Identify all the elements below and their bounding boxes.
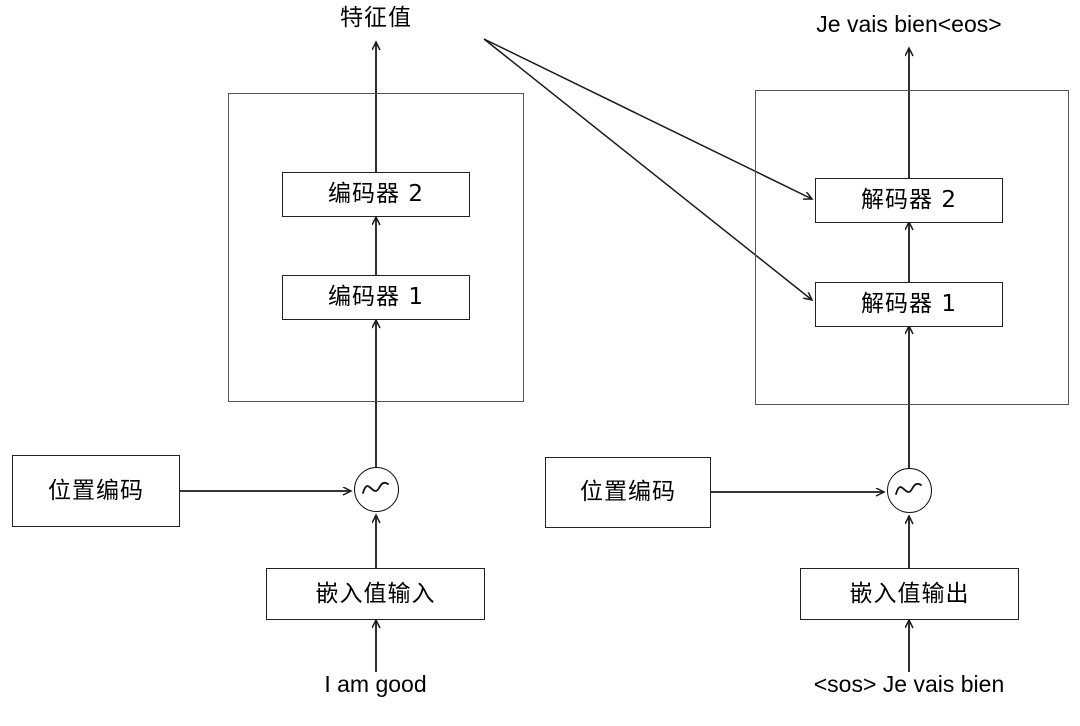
decoder-embedding-label: 嵌入值输出 — [849, 580, 970, 607]
decoder-embedding-box[interactable]: 嵌入值输出 — [800, 568, 1019, 620]
decoder-block-2-label: 解码器 2 — [861, 187, 957, 213]
decoder-positional-encoding[interactable]: 位置编码 — [545, 457, 711, 528]
encoder-output-label: 特征值 — [340, 5, 412, 31]
encoder-embedding-box[interactable]: 嵌入值输入 — [266, 568, 485, 620]
encoder-block-1[interactable]: 编码器 1 — [282, 275, 470, 320]
sine-wave-icon — [895, 482, 922, 495]
decoder-sum-node[interactable] — [887, 468, 932, 513]
encoder-positional-encoding[interactable]: 位置编码 — [12, 455, 180, 527]
decoder-block-1-label: 解码器 1 — [861, 291, 957, 317]
encoder-block-2[interactable]: 编码器 2 — [282, 172, 470, 217]
encoder-stack-group — [228, 93, 524, 402]
encoder-embedding-label: 嵌入值输入 — [315, 580, 436, 607]
decoder-output-label: Je vais bien<eos> — [816, 11, 1002, 37]
decoder-block-1[interactable]: 解码器 1 — [815, 282, 1003, 327]
encoder-block-1-label: 编码器 1 — [328, 284, 424, 310]
encoder-sum-node[interactable] — [354, 467, 399, 512]
sine-wave-icon — [362, 481, 389, 494]
decoder-block-2[interactable]: 解码器 2 — [815, 178, 1003, 223]
encoder-input-sentence: I am good — [324, 671, 427, 697]
decoder-positional-encoding-label: 位置编码 — [580, 479, 676, 505]
decoder-input-sentence: <sos> Je vais bien — [813, 671, 1005, 697]
decoder-stack-group — [755, 90, 1069, 405]
encoder-block-2-label: 编码器 2 — [328, 181, 424, 207]
encoder-positional-encoding-label: 位置编码 — [48, 477, 144, 504]
